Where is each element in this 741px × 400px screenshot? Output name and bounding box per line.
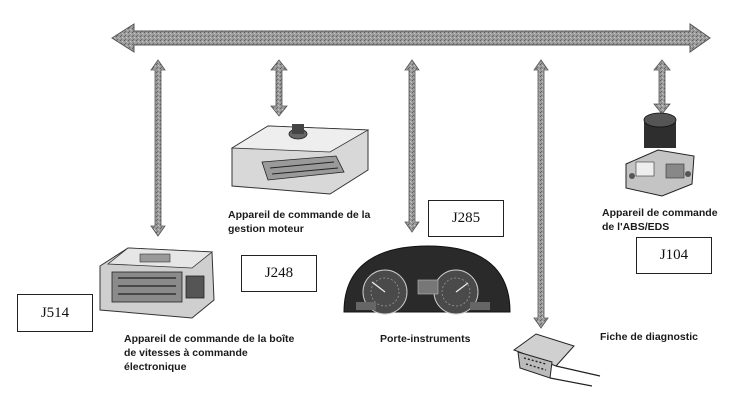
label-engine-line1: Appareil de commande de la bbox=[228, 209, 371, 221]
label-gearbox-line3: électronique bbox=[124, 361, 187, 373]
connector-abs bbox=[653, 59, 671, 115]
label-abs-line2: de l'ABS/EDS bbox=[602, 221, 670, 233]
code-box-j514: J514 bbox=[17, 294, 93, 332]
connector-engine bbox=[270, 59, 288, 117]
label-engine-line2: gestion moteur bbox=[228, 223, 304, 235]
instrument-cluster-icon bbox=[343, 245, 511, 315]
label-instrument-cluster: Porte-instruments bbox=[380, 333, 471, 345]
label-abs-line1: Appareil de commande bbox=[602, 207, 718, 219]
code-box-j104: J104 bbox=[636, 237, 712, 274]
connector-gearbox bbox=[150, 59, 166, 237]
can-bus-arrow bbox=[111, 23, 711, 53]
label-engine-ecu: Appareil de commande de la gestion moteu… bbox=[228, 208, 370, 236]
gearbox-ecu-icon bbox=[99, 247, 215, 319]
label-diagnostic-plug: Fiche de diagnostic bbox=[600, 331, 699, 343]
code-box-j248: J248 bbox=[241, 255, 317, 292]
label-gearbox-ecu: Appareil de commande de la boîte de vite… bbox=[124, 332, 294, 374]
label-gearbox-line1: Appareil de commande de la boîte bbox=[124, 333, 295, 345]
engine-ecu-icon bbox=[230, 124, 370, 195]
connector-diagnostic bbox=[533, 59, 549, 329]
label-abs-ecu: Appareil de commande de l'ABS/EDS bbox=[602, 206, 718, 234]
obd-connector-icon bbox=[512, 333, 601, 387]
label-gearbox-line2: de vitesses à commande bbox=[124, 347, 248, 359]
abs-unit-icon bbox=[625, 112, 695, 197]
code-box-j285: J285 bbox=[428, 200, 504, 237]
connector-cluster bbox=[404, 59, 420, 233]
